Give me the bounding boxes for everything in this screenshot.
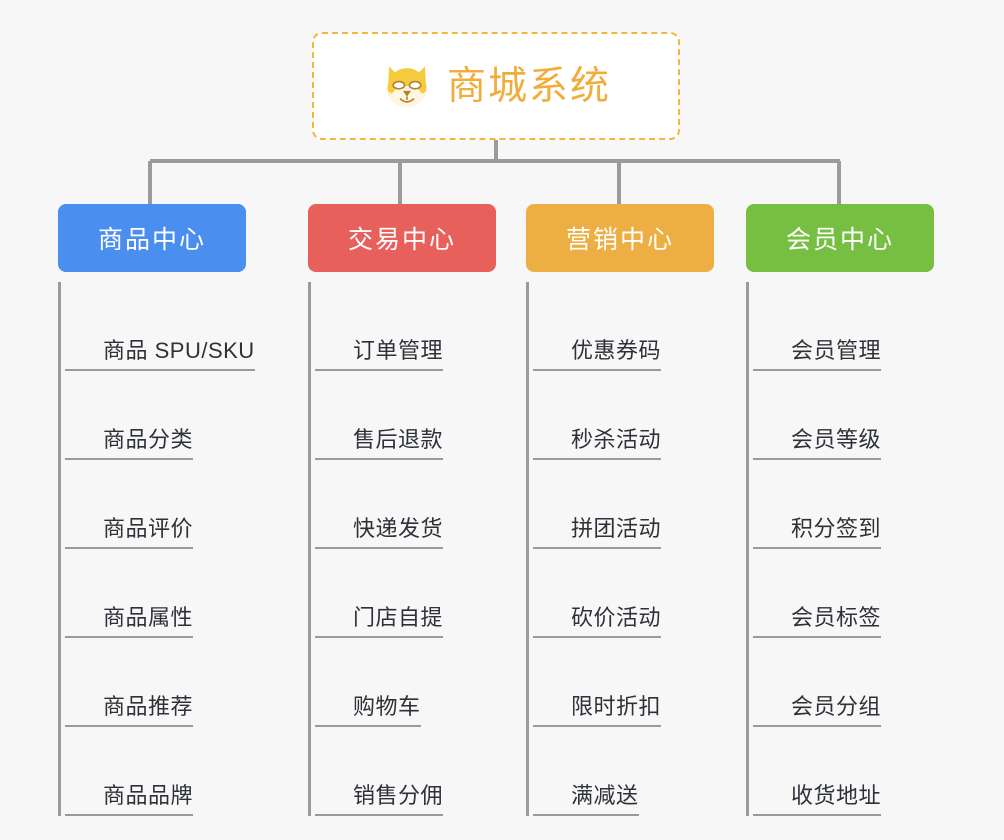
leaf-label: 商品推荐	[65, 694, 194, 727]
leaf-label: 商品 SPU/SKU	[65, 338, 255, 371]
leaf-item[interactable]: 会员等级	[751, 371, 934, 460]
branch-header-label: 营销中心	[565, 226, 674, 254]
leaf-label: 商品分类	[65, 427, 194, 460]
leaf-item[interactable]: 门店自提	[313, 549, 496, 638]
leaf-item[interactable]: 会员分组	[751, 638, 934, 727]
leaf-item[interactable]: 砍价活动	[531, 549, 714, 638]
leaf-item[interactable]: 会员管理	[751, 282, 934, 371]
leaf-item[interactable]: 商品分类	[63, 371, 246, 460]
leaf-item[interactable]: 售后退款	[313, 371, 496, 460]
leaf-label: 商品属性	[65, 605, 194, 638]
leaf-item[interactable]: 订单管理	[313, 282, 496, 371]
leaf-item[interactable]: 商品 SPU/SKU	[63, 282, 255, 371]
leaf-label: 购物车	[315, 694, 421, 727]
branch-header-label: 会员中心	[785, 226, 894, 254]
branch-column-trade: 交易中心 订单管理 售后退款 快递发货 门店自提 购物车 销售分佣	[308, 204, 496, 816]
leaf-label: 拼团活动	[533, 516, 662, 549]
leaf-label: 砍价活动	[533, 605, 662, 638]
leaf-item[interactable]: 秒杀活动	[531, 371, 714, 460]
leaf-item[interactable]: 会员标签	[751, 549, 934, 638]
branch-column-marketing: 营销中心 优惠券码 秒杀活动 拼团活动 砍价活动 限时折扣 满减送	[526, 204, 714, 816]
branch-column-member: 会员中心 会员管理 会员等级 积分签到 会员标签 会员分组 收货地址	[746, 204, 934, 816]
leaf-item[interactable]: 收货地址	[751, 727, 934, 816]
root-node[interactable]: 商城系统	[312, 32, 680, 140]
leaf-label: 积分签到	[753, 516, 882, 549]
leaf-item[interactable]: 商品评价	[63, 460, 246, 549]
branch-header-trade[interactable]: 交易中心	[308, 204, 496, 272]
leaf-label: 会员等级	[753, 427, 882, 460]
leaf-item[interactable]: 限时折扣	[531, 638, 714, 727]
branch-header-label: 交易中心	[347, 226, 456, 254]
leaf-item[interactable]: 满减送	[531, 727, 714, 816]
branch-header-product[interactable]: 商品中心	[58, 204, 246, 272]
leaf-item[interactable]: 优惠券码	[531, 282, 714, 371]
leaf-label: 限时折扣	[533, 694, 662, 727]
branch-items-marketing: 优惠券码 秒杀活动 拼团活动 砍价活动 限时折扣 满减送	[526, 282, 714, 816]
branch-column-product: 商品中心 商品 SPU/SKU 商品分类 商品评价 商品属性 商品推荐 商品品牌	[58, 204, 255, 816]
leaf-label: 订单管理	[315, 338, 444, 371]
leaf-item[interactable]: 商品品牌	[63, 727, 246, 816]
root-title: 商城系统	[446, 64, 611, 108]
branch-items-trade: 订单管理 售后退款 快递发货 门店自提 购物车 销售分佣	[308, 282, 496, 816]
leaf-item[interactable]: 积分签到	[751, 460, 934, 549]
branch-header-marketing[interactable]: 营销中心	[526, 204, 714, 272]
leaf-item[interactable]: 拼团活动	[531, 460, 714, 549]
leaf-label: 会员标签	[753, 605, 882, 638]
leaf-label: 销售分佣	[315, 783, 444, 816]
leaf-label: 门店自提	[315, 605, 444, 638]
branch-items-product: 商品 SPU/SKU 商品分类 商品评价 商品属性 商品推荐 商品品牌	[58, 282, 255, 816]
leaf-item[interactable]: 销售分佣	[313, 727, 496, 816]
leaf-label: 满减送	[533, 783, 639, 816]
leaf-label: 快递发货	[315, 516, 444, 549]
branch-columns: 商品中心 商品 SPU/SKU 商品分类 商品评价 商品属性 商品推荐 商品品牌…	[0, 204, 1004, 840]
leaf-item[interactable]: 购物车	[313, 638, 496, 727]
leaf-label: 商品评价	[65, 516, 194, 549]
leaf-label: 商品品牌	[65, 783, 194, 816]
shiba-dog-icon	[387, 66, 427, 108]
leaf-item[interactable]: 商品推荐	[63, 638, 246, 727]
leaf-label: 秒杀活动	[533, 427, 662, 460]
branch-header-member[interactable]: 会员中心	[746, 204, 934, 272]
branch-items-member: 会员管理 会员等级 积分签到 会员标签 会员分组 收货地址	[746, 282, 934, 816]
leaf-label: 优惠券码	[533, 338, 662, 371]
leaf-label: 会员分组	[753, 694, 882, 727]
leaf-item[interactable]: 商品属性	[63, 549, 246, 638]
leaf-label: 会员管理	[753, 338, 882, 371]
leaf-item[interactable]: 快递发货	[313, 460, 496, 549]
leaf-label: 售后退款	[315, 427, 444, 460]
leaf-label: 收货地址	[753, 783, 882, 816]
branch-header-label: 商品中心	[97, 226, 206, 254]
